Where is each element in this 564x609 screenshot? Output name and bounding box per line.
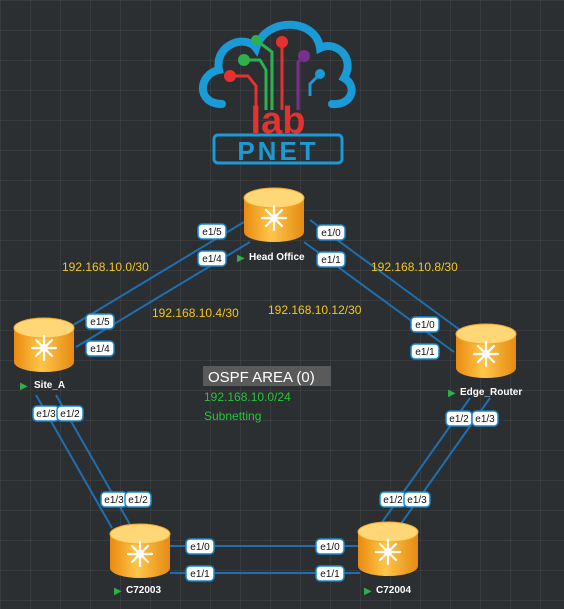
svg-text:e1/5: e1/5: [202, 227, 222, 238]
node-label: Edge_Router: [460, 387, 522, 398]
ospf-info: OSPF AREA (0) 192.168.10.0/24 Subnetting: [203, 366, 331, 423]
port-label[interactable]: e1/2: [56, 405, 84, 422]
subnet-label: 192.168.10.4/30: [152, 306, 239, 320]
svg-text:e1/2: e1/2: [449, 414, 469, 425]
svg-text:e1/2: e1/2: [383, 495, 403, 506]
svg-text:e1/4: e1/4: [90, 344, 110, 355]
play-icon: ▶: [114, 586, 122, 597]
ospf-title: OSPF AREA (0): [208, 369, 315, 386]
port-label[interactable]: e1/2: [379, 491, 407, 508]
ospf-note: Subnetting: [204, 409, 261, 423]
svg-text:e1/0: e1/0: [415, 320, 435, 331]
svg-text:e1/3: e1/3: [36, 409, 56, 420]
router-edge-router[interactable]: ▶ Edge_Router: [448, 322, 522, 399]
node-label: C72003: [126, 585, 161, 596]
subnet-label: 192.168.10.0/30: [62, 260, 149, 274]
play-icon: ▶: [237, 253, 245, 264]
circuit-dots: [224, 35, 325, 82]
port-label[interactable]: e1/5: [85, 313, 115, 330]
svg-text:e1/0: e1/0: [320, 542, 340, 553]
node-label: C72004: [376, 585, 411, 596]
port-label[interactable]: e1/0: [316, 224, 346, 241]
svg-text:e1/1: e1/1: [321, 255, 341, 266]
port-label[interactable]: e1/5: [197, 223, 227, 240]
port-label[interactable]: e1/1: [410, 343, 440, 360]
logo-pnet-text: PNET: [237, 136, 318, 166]
port-label[interactable]: e1/3: [403, 491, 431, 508]
svg-text:e1/1: e1/1: [190, 569, 210, 580]
play-icon: ▶: [364, 586, 372, 597]
node-label: Site_A: [34, 380, 65, 391]
svg-text:e1/4: e1/4: [202, 254, 222, 265]
svg-text:e1/0: e1/0: [190, 542, 210, 553]
svg-text:e1/0: e1/0: [321, 228, 341, 239]
subnet-label: 192.168.10.8/30: [371, 260, 458, 274]
play-icon: ▶: [20, 381, 28, 392]
port-label[interactable]: e1/3: [100, 491, 128, 508]
svg-text:e1/1: e1/1: [415, 347, 435, 358]
port-label[interactable]: e1/2: [445, 410, 473, 427]
subnet-label: 192.168.10.12/30: [268, 303, 362, 317]
router-c72004[interactable]: ▶ C72004: [356, 520, 420, 597]
cloud-outline: [199, 20, 356, 109]
pnet-logo: lab PNET: [199, 20, 356, 166]
port-label[interactable]: e1/4: [85, 340, 115, 357]
port-label[interactable]: e1/0: [410, 316, 440, 333]
port-label[interactable]: e1/1: [315, 565, 345, 582]
port-label[interactable]: e1/0: [315, 538, 345, 555]
router-site-a[interactable]: ▶ Site_A: [12, 316, 76, 392]
port-label[interactable]: e1/4: [197, 250, 227, 267]
play-icon: ▶: [448, 388, 456, 399]
svg-text:e1/3: e1/3: [475, 414, 495, 425]
node-label: Head Office: [249, 252, 305, 263]
ospf-title-background: [203, 366, 331, 386]
port-label[interactable]: e1/0: [185, 538, 215, 555]
port-labels: e1/5 e1/4 e1/0 e1/1 e1/5 e1/4 e1/3 e1/2 …: [32, 223, 499, 582]
port-label[interactable]: e1/3: [471, 410, 499, 427]
router-head-office[interactable]: ▶ Head Office: [237, 186, 306, 264]
ospf-network: 192.168.10.0/24: [204, 390, 291, 404]
port-label[interactable]: e1/3: [32, 405, 60, 422]
svg-text:e1/1: e1/1: [320, 569, 340, 580]
port-label[interactable]: e1/1: [316, 251, 346, 268]
port-label[interactable]: e1/2: [124, 491, 152, 508]
svg-text:e1/3: e1/3: [407, 495, 427, 506]
port-label[interactable]: e1/1: [185, 565, 215, 582]
svg-text:e1/3: e1/3: [104, 495, 124, 506]
svg-text:e1/2: e1/2: [128, 495, 148, 506]
logo-pnet-box: [212, 133, 344, 165]
svg-text:e1/2: e1/2: [60, 409, 80, 420]
router-c72003[interactable]: ▶ C72003: [108, 522, 172, 597]
svg-text:e1/5: e1/5: [90, 317, 110, 328]
